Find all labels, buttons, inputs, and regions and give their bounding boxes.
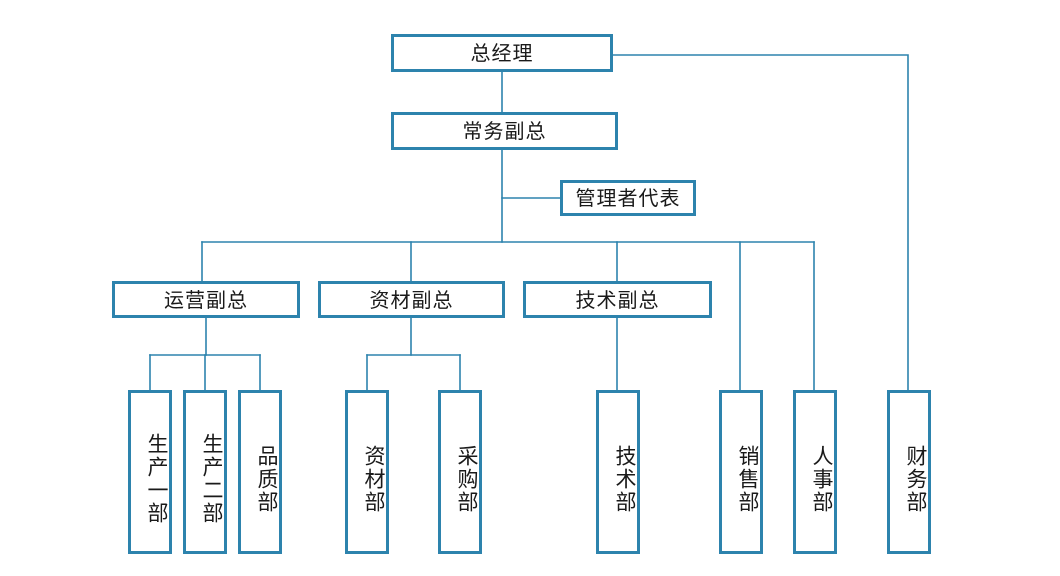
node-label-gm: 总经理 bbox=[470, 41, 534, 65]
node-label-material-vp: 资材副总 bbox=[369, 287, 454, 312]
node-label-mgmt-rep: 管理者代表 bbox=[575, 186, 681, 210]
node-tech-vp[interactable]: 技术副总 bbox=[523, 281, 712, 318]
node-label-ops-vp: 运营副总 bbox=[164, 287, 248, 312]
node-quality[interactable]: 品质部 bbox=[238, 390, 282, 554]
node-material-dept[interactable]: 资材部 bbox=[345, 390, 389, 554]
node-label-purchase: 采购部 bbox=[455, 444, 479, 514]
node-label-finance: 财务部 bbox=[904, 444, 928, 514]
node-label-tech-dept: 技术部 bbox=[613, 444, 637, 514]
node-prod-2[interactable]: 生产二部 bbox=[183, 390, 227, 554]
node-label-quality: 品质部 bbox=[255, 444, 279, 514]
node-label-prod-2: 生产二部 bbox=[200, 433, 224, 525]
node-ops-vp[interactable]: 运营副总 bbox=[112, 281, 300, 318]
node-label-prod-1: 生产一部 bbox=[145, 433, 169, 525]
node-sales[interactable]: 销售部 bbox=[719, 390, 763, 554]
node-label-exec-vp: 常务副总 bbox=[462, 119, 547, 143]
node-purchase[interactable]: 采购部 bbox=[438, 390, 482, 554]
node-label-hr: 人事部 bbox=[810, 444, 834, 514]
connector-gm-to-finance bbox=[612, 54, 909, 391]
node-prod-1[interactable]: 生产一部 bbox=[128, 390, 172, 554]
node-hr[interactable]: 人事部 bbox=[793, 390, 837, 554]
connector-group bbox=[149, 54, 909, 391]
node-tech-dept[interactable]: 技术部 bbox=[596, 390, 640, 554]
node-exec-vp[interactable]: 常务副总 bbox=[391, 112, 618, 150]
node-label-sales: 销售部 bbox=[736, 444, 760, 514]
node-material-vp[interactable]: 资材副总 bbox=[318, 281, 505, 318]
node-label-tech-vp: 技术副总 bbox=[575, 287, 660, 312]
node-mgmt-rep[interactable]: 管理者代表 bbox=[560, 180, 696, 216]
node-gm[interactable]: 总经理 bbox=[391, 34, 613, 72]
node-label-material-dept: 资材部 bbox=[362, 444, 386, 514]
node-finance[interactable]: 财务部 bbox=[887, 390, 931, 554]
